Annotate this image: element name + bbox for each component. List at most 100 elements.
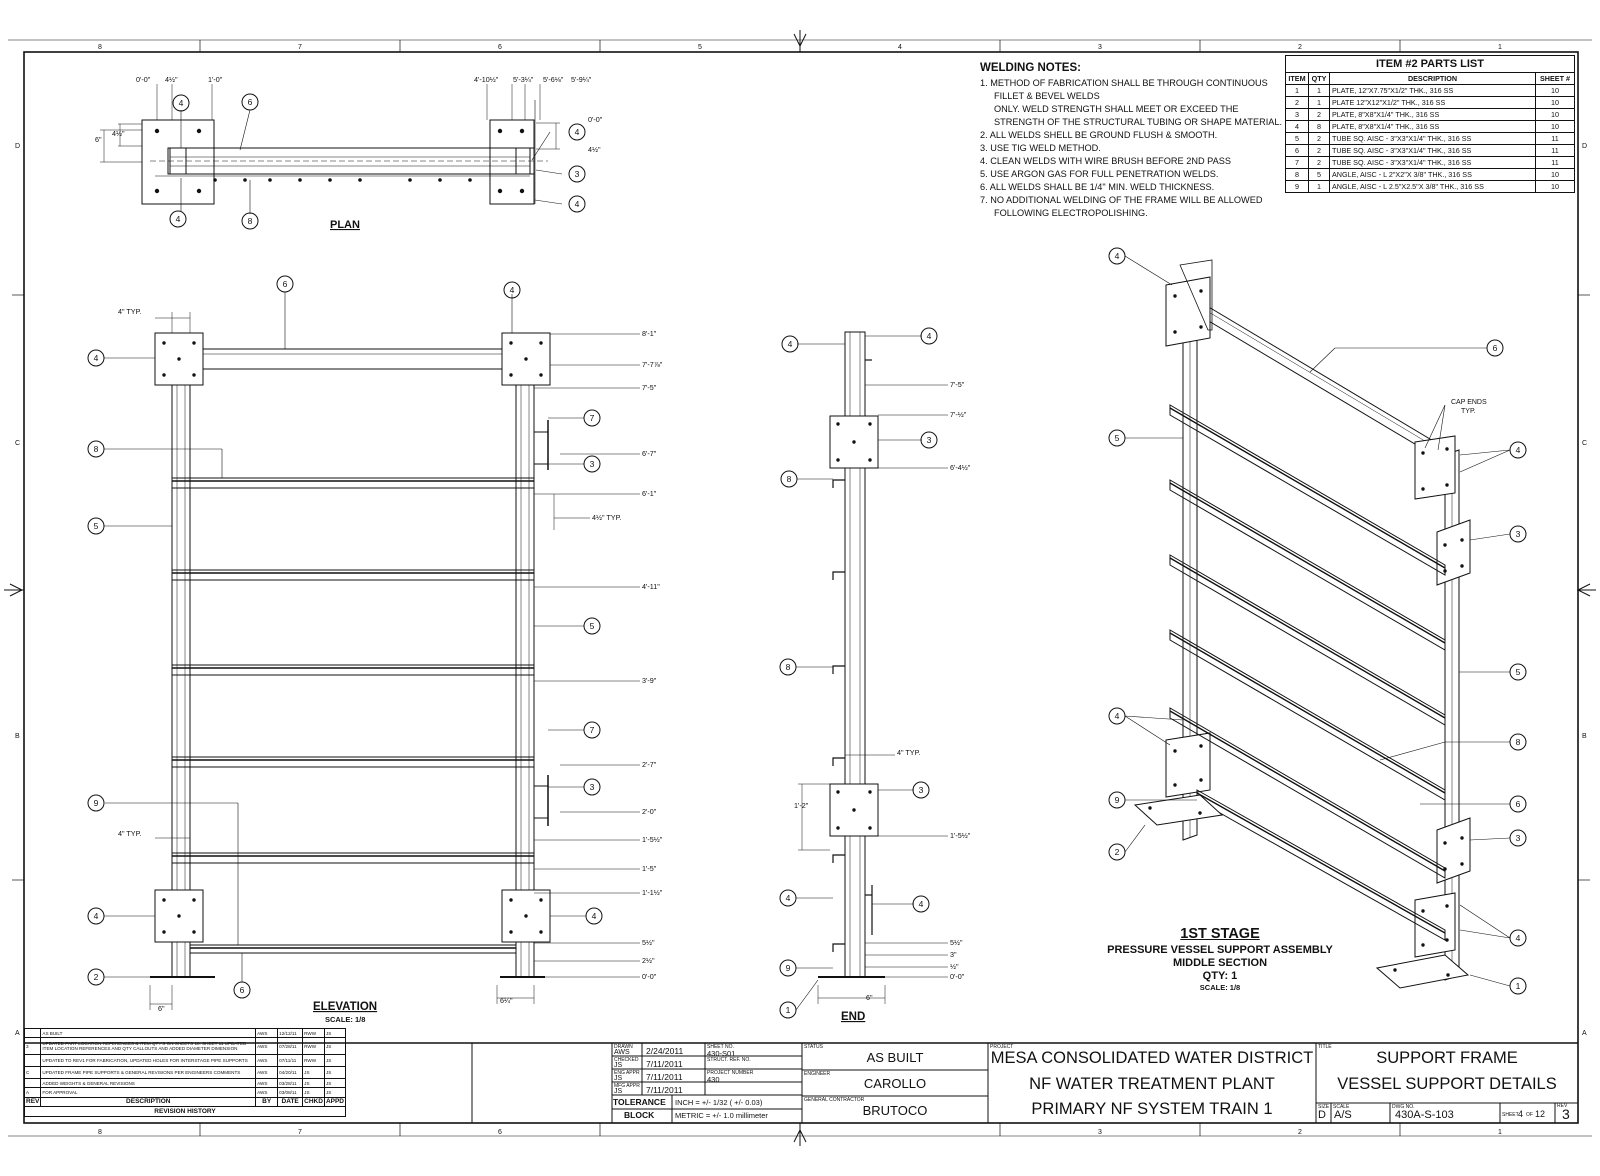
iso-callout-7: 8	[1516, 737, 1521, 747]
iso-plate-bl	[1165, 732, 1211, 798]
rev-chkd: JS	[302, 1078, 325, 1089]
end-callout-2: 3	[927, 435, 932, 445]
rev-id: C	[23, 1066, 42, 1080]
elev-callout-12: 4	[592, 911, 597, 921]
parts-list-title: ITEM #2 PARTS LIST	[1285, 55, 1575, 72]
parts-item: 7	[1285, 156, 1309, 169]
end-view: 7'-5" 7'-½" 6'-4½" 1'-5½" 5½" 3" ½" 0'-0…	[779, 327, 971, 1023]
tb-total: 12	[1535, 1109, 1546, 1119]
elev-callout-13: 2	[94, 972, 99, 982]
zone-col-8b: 8	[98, 1129, 102, 1136]
tb-inch: INCH = +/- 1/32 ( +/- 0.03)	[675, 1098, 763, 1107]
end-dim-5: 3"	[950, 950, 957, 959]
plan-callout-1: 6	[248, 97, 253, 107]
elev-callout-14: 6	[240, 985, 245, 995]
tb-scale-label: SCALE	[1333, 1104, 1350, 1110]
end-dim-7: 0'-0"	[950, 972, 965, 981]
rev-h-rev: REV	[23, 1096, 42, 1107]
iso-plate-tr	[1414, 435, 1456, 500]
plan-callout-0: 4	[179, 98, 184, 108]
tb-scale: A/S	[1334, 1109, 1352, 1121]
rev-appd: JS	[323, 1087, 347, 1098]
iso-plate-br	[1414, 892, 1456, 958]
welding-note-line: 1. METHOD OF FABRICATION SHALL BE THROUG…	[980, 78, 1268, 88]
iso-callout-2: 5	[1115, 433, 1120, 443]
rev-by: AWS	[255, 1087, 279, 1098]
tb-engineer-label: ENGINEER	[804, 1071, 831, 1077]
welding-note-line: 2. ALL WELDS SHELL BE GROUND FLUSH & SMO…	[980, 130, 1218, 140]
parts-qty: 2	[1308, 108, 1330, 121]
zone-col-7: 7	[298, 44, 302, 51]
end-dim-1: 7'-½"	[950, 410, 967, 419]
parts-desc: TUBE SQ. AISC - 3"X3"X1/4" THK., 316 SS	[1329, 144, 1536, 157]
iso-cap-typ: TYP.	[1461, 408, 1476, 415]
zone-labels: 8 7 6 5 4 3 2 1 8 7 6 3 2 1 D C B A D C …	[15, 44, 1587, 1136]
rev-appd: JS	[323, 1037, 347, 1056]
elev-dim-15: 0'-0"	[642, 972, 657, 981]
tb-title-1: SUPPORT FRAME	[1376, 1049, 1518, 1067]
rev-appd: JS	[323, 1027, 347, 1039]
zone-col-2b: 2	[1298, 1129, 1302, 1136]
rev-chkd: RWW	[302, 1027, 325, 1039]
parts-sheet: 11	[1535, 144, 1575, 157]
parts-item: 3	[1285, 108, 1309, 121]
parts-sheet: 11	[1535, 132, 1575, 145]
parts-col-sheet: SHEET #	[1535, 72, 1575, 85]
parts-desc: TUBE SQ. AISC - 3"X3"X1/4" THK., 316 SS	[1329, 132, 1536, 145]
plan-title: PLAN	[330, 219, 360, 231]
tb-mfg: JS	[614, 1088, 623, 1095]
sheet-border	[23, 51, 1579, 1124]
elev-callout-9: 3	[590, 782, 595, 792]
rev-desc: UPDATED TO REV1 FOR FABRICATION, UPDATED…	[40, 1054, 257, 1068]
iso-base-left	[1133, 794, 1224, 826]
tb-gc-label: GENERAL CONTRACTOR	[804, 1097, 865, 1103]
rev-h-appd: APPD	[323, 1096, 347, 1107]
iso-callout-10: 3	[1516, 833, 1521, 843]
tb-chk-label: CHECKED	[614, 1057, 639, 1063]
end-dim-2: 6'-4½"	[950, 463, 971, 472]
elev-dim-13: 5½"	[642, 938, 655, 947]
rev-by: AWS	[255, 1078, 279, 1089]
welding-note-line: FOLLOWING ELECTROPOLISHING.	[994, 208, 1148, 218]
elev-bottom-left: 6"	[158, 1004, 165, 1013]
iso-sub2: MIDDLE SECTION	[1172, 957, 1268, 969]
end-dim-3: 1'-5½"	[950, 831, 971, 840]
rev-appd: JS	[323, 1054, 347, 1068]
parts-qty: 1	[1308, 96, 1330, 109]
tb-appr-label: ENG APPR	[614, 1070, 640, 1076]
welding-note-line: 4. CLEAN WELDS WITH WIRE BRUSH BEFORE 2N…	[980, 156, 1231, 166]
rev-chkd: RWW	[302, 1037, 325, 1056]
tb-dwg: 430A-S-103	[1395, 1109, 1454, 1121]
elev-bottom-right: 6¼"	[500, 996, 513, 1005]
elev-dim-1: 7'-7⅞"	[642, 360, 663, 369]
plan-dim-5: 5'-6⅛"	[543, 75, 564, 84]
elev-dim-0: 8'-1"	[642, 329, 657, 338]
elev-dim-2: 7'-5"	[642, 383, 657, 392]
rev-desc: UPDATED FRAME PIPE SUPPORTS & GENERAL RE…	[40, 1066, 257, 1080]
welding-note-line: 5. USE ARGON GAS FOR FULL PENETRATION WE…	[980, 169, 1219, 179]
end-title: END	[841, 1011, 865, 1023]
elev-stub-lower	[533, 785, 549, 819]
elevation-title: ELEVATION	[313, 1001, 377, 1013]
elev-dim-14: 2½"	[642, 956, 655, 965]
zone-row-d: D	[15, 143, 20, 150]
rev-appd: JS	[323, 1066, 347, 1080]
rev-id	[23, 1027, 42, 1039]
zone-ticks	[12, 40, 1590, 1136]
tb-sheet-ref-label: SHEET NO.	[707, 1044, 734, 1050]
plan-dim-3: 4'-10½"	[474, 75, 499, 84]
zone-row-b: B	[15, 733, 20, 740]
parts-sheet: 10	[1535, 108, 1575, 121]
plan-callout-6: 8	[248, 216, 253, 226]
zone-row-c: C	[15, 440, 20, 447]
iso-title-block: 1ST STAGE PRESSURE VESSEL SUPPORT ASSEMB…	[1090, 926, 1350, 992]
tb-sheet-ref: 430-S01	[707, 1049, 736, 1058]
zone-col-1b: 1	[1498, 1129, 1502, 1136]
plan-callout-5: 4	[176, 214, 181, 224]
tb-date4: 7/11/2011	[646, 1085, 683, 1095]
